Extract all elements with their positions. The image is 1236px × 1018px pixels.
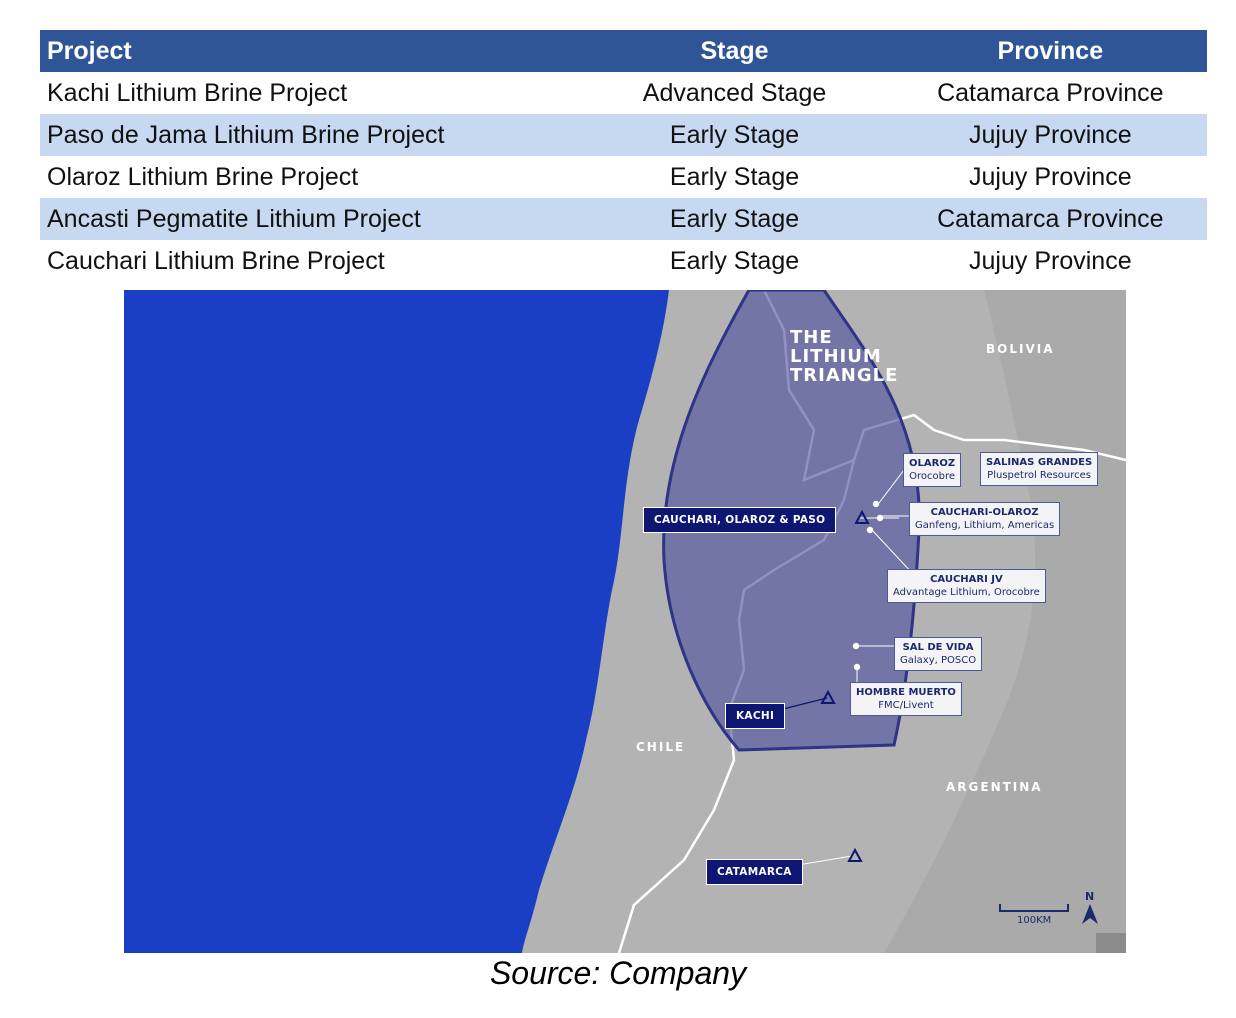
leader-line	[778, 697, 828, 711]
triangle-title: THE LITHIUM TRIANGLE	[790, 328, 898, 385]
country-label-chile: CHILE	[636, 740, 686, 754]
scale-bar	[999, 904, 1069, 912]
north-label: N	[1085, 890, 1095, 903]
label-catamarca: CATAMARCA	[706, 859, 803, 885]
triangle-title-line: THE	[790, 327, 833, 348]
table-row: Ancasti Pegmatite Lithium Project Early …	[40, 198, 1207, 240]
neighbor-sub: FMC/Livent	[878, 700, 934, 711]
cell-stage: Early Stage	[669, 247, 800, 275]
triangle-title-line: TRIANGLE	[790, 365, 899, 386]
neighbor-title: SALINAS GRANDES	[986, 457, 1093, 468]
cell-stage: Early Stage	[575, 114, 894, 156]
label-cauchari-olaroz: CAUCHARI-OLAROZ Ganfeng, Lithium, Americ…	[909, 502, 1061, 536]
header-stage: Stage	[575, 30, 894, 72]
label-hombre-muerto: HOMBRE MUERTO FMC/Livent	[850, 682, 962, 716]
label-salinas-grandes: SALINAS GRANDES Pluspetrol Resources	[980, 452, 1099, 486]
neighbor-title: OLAROZ	[909, 458, 956, 469]
label-cauchari-jv: CAUCHARI JV Advantage Lithium, Orocobre	[887, 569, 1046, 603]
triangle-title-line: LITHIUM	[790, 346, 882, 367]
cell-project: Paso de Jama Lithium Brine Project	[40, 114, 576, 156]
project-marker-icon	[854, 509, 870, 524]
country-label-bolivia: BOLIVIA	[986, 342, 1055, 356]
cell-project: Olaroz Lithium Brine Project	[47, 163, 359, 191]
source-caption: Source: Company	[489, 955, 747, 991]
project-marker-icon	[820, 689, 836, 704]
scale-label: 100KM	[1017, 915, 1052, 926]
leader-line	[878, 469, 905, 504]
site-dot	[866, 526, 874, 534]
country-label-argentina: ARGENTINA	[946, 780, 1043, 794]
table-row: Olaroz Lithium Brine Project Early Stage…	[40, 156, 1207, 198]
table-row: Paso de Jama Lithium Brine Project Early…	[40, 114, 1207, 156]
header-province: Province	[893, 30, 1207, 72]
neighbor-title: HOMBRE MUERTO	[856, 687, 956, 698]
neighbor-sub: Galaxy, POSCO	[900, 655, 977, 666]
site-dot	[876, 514, 884, 522]
cell-project: Ancasti Pegmatite Lithium Project	[40, 198, 576, 240]
cell-province: Jujuy Province	[893, 114, 1207, 156]
neighbor-title: CAUCHARI JV	[930, 574, 1003, 585]
table-row: Kachi Lithium Brine Project Advanced Sta…	[40, 72, 1207, 114]
table-header-row: Project Stage Province	[40, 30, 1207, 72]
project-marker-icon	[847, 847, 863, 862]
cell-stage: Advanced Stage	[642, 79, 827, 107]
label-olaroz: OLAROZ Orocobre	[903, 453, 962, 487]
neighbor-sub: Pluspetrol Resources	[987, 470, 1091, 481]
cell-project: Kachi Lithium Brine Project	[47, 79, 348, 107]
leader-line	[871, 529, 915, 576]
neighbor-sub: Ganfeng, Lithium, Americas	[915, 520, 1055, 531]
cell-province: Catamarca Province	[937, 79, 1164, 107]
corner-chip	[1096, 933, 1126, 953]
neighbor-title: CAUCHARI-OLAROZ	[930, 507, 1039, 518]
header-project: Project	[40, 30, 576, 72]
neighbor-title: SAL DE VIDA	[902, 642, 974, 653]
projects-table: Project Stage Province Kachi Lithium Bri…	[40, 30, 1207, 282]
cell-province: Jujuy Province	[969, 247, 1132, 275]
label-kachi: KACHI	[725, 703, 786, 729]
north-arrow-icon	[1082, 904, 1098, 924]
site-dot	[852, 642, 860, 650]
neighbor-sub: Advantage Lithium, Orocobre	[893, 587, 1040, 598]
cell-project: Cauchari Lithium Brine Project	[47, 247, 385, 275]
cell-province: Jujuy Province	[969, 163, 1132, 191]
cell-stage: Early Stage	[669, 163, 800, 191]
site-dot	[853, 663, 861, 671]
cell-province: Catamarca Province	[893, 198, 1207, 240]
neighbor-sub: Orocobre	[909, 471, 955, 482]
label-cauchari-olaroz-paso: CAUCHARI, OLAROZ & PASO	[643, 507, 837, 533]
cell-stage: Early Stage	[575, 198, 894, 240]
site-dot	[872, 500, 880, 508]
label-sal-de-vida: SAL DE VIDA Galaxy, POSCO	[894, 637, 983, 671]
map-canvas	[124, 290, 1126, 953]
lithium-triangle-map: THE LITHIUM TRIANGLE BOLIVIA CHILE ARGEN…	[124, 290, 1126, 953]
ocean	[124, 290, 669, 953]
table-row: Cauchari Lithium Brine Project Early Sta…	[40, 240, 1207, 282]
